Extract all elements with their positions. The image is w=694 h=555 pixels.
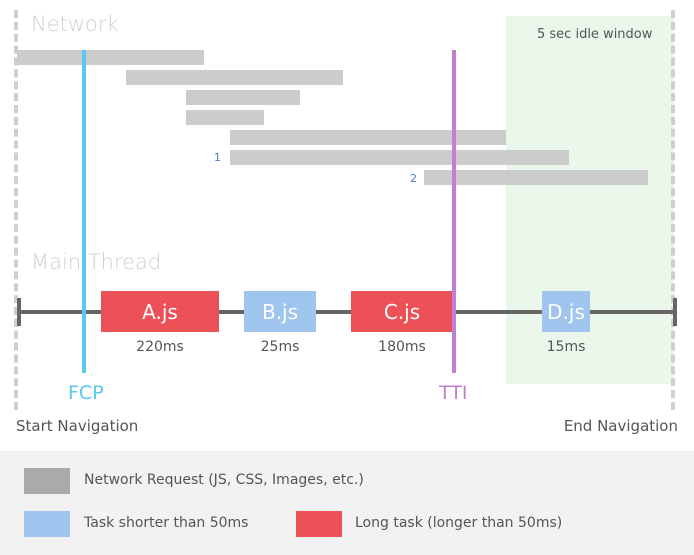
legend-long-task-label: Long task (longer than 50ms) [355, 515, 563, 531]
legend-network-swatch [24, 468, 70, 494]
axis-end-tick [673, 298, 677, 326]
end-navigation-label: End Navigation [563, 417, 678, 435]
task-c-duration: 180ms [378, 339, 426, 355]
start-navigation-label: Start Navigation [16, 417, 139, 435]
task-b-duration: 25ms [260, 339, 300, 355]
fcp-label: FCP [68, 382, 104, 404]
request-number-1: 1 [214, 151, 221, 164]
request-number-2: 2 [410, 172, 417, 185]
task-d-block: D.js [542, 291, 590, 332]
legend-short-task-label: Task shorter than 50ms [84, 515, 249, 531]
network-request-bar [230, 150, 569, 165]
network-request-bar [186, 90, 300, 105]
main-thread-axis [17, 310, 677, 314]
task-b-block: B.js [244, 291, 316, 332]
task-a-duration: 220ms [136, 339, 184, 355]
tti-label: TTI [439, 382, 468, 404]
legend: Network Request (JS, CSS, Images, etc.) … [0, 451, 694, 555]
idle-window-label: 5 sec idle window [537, 27, 653, 42]
axis-start-tick [17, 298, 21, 326]
network-request-bar [126, 70, 343, 85]
end-boundary-line [671, 10, 675, 410]
task-c-block: C.js [351, 291, 453, 332]
task-a-block: A.js [101, 291, 219, 332]
main-thread-section-label: Main Thread [31, 250, 162, 274]
network-request-bar [186, 110, 264, 125]
start-boundary-line [14, 10, 18, 410]
network-section-label: Network [31, 12, 119, 36]
fcp-marker-line [82, 50, 86, 373]
network-request-bar [230, 130, 506, 145]
task-d-duration: 15ms [546, 339, 586, 355]
legend-short-task-swatch [24, 511, 70, 537]
network-request-bar [17, 50, 204, 65]
network-request-bar [424, 170, 648, 185]
legend-network-label: Network Request (JS, CSS, Images, etc.) [84, 472, 364, 488]
tti-marker-line [452, 50, 456, 373]
idle-window [506, 16, 674, 384]
legend-long-task-swatch [296, 511, 342, 537]
